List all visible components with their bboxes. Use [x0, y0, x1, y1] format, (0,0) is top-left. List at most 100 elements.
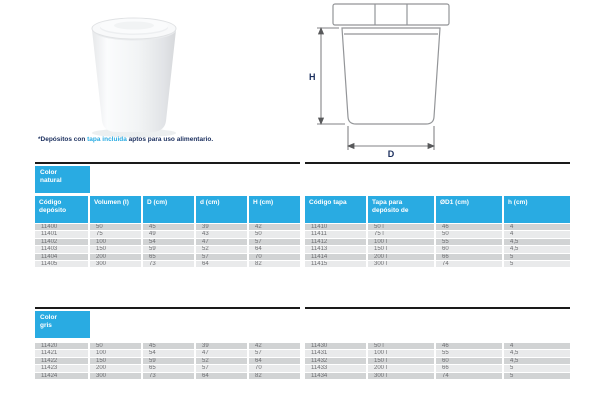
table-cell: 11431	[305, 350, 366, 357]
table-cell: 50	[436, 231, 502, 238]
table-cell: 100	[90, 350, 141, 357]
table-cell: 74	[436, 372, 502, 379]
column-header-codigo-deposito: Código depósito	[35, 196, 88, 223]
table-cell: 64	[249, 246, 300, 253]
table-cell: 39	[196, 343, 247, 350]
table-cell: 57	[249, 238, 300, 246]
table-cell: 5	[504, 260, 570, 268]
column-header-od1: ØD1 (cm)	[436, 196, 502, 223]
table-cell: 65	[143, 365, 194, 372]
table-cell: 200	[90, 365, 141, 372]
table-cell: 55	[436, 350, 502, 357]
dimension-label-width: D	[388, 149, 395, 158]
table-cell: 54	[143, 350, 194, 357]
table-cell: 200	[90, 253, 141, 260]
table-cell: 4,5	[504, 350, 570, 357]
table-cell: 45	[143, 343, 194, 350]
table-cell: 75	[90, 231, 141, 238]
color-gris-badge: Color gris	[35, 311, 90, 338]
table-cell: 39	[196, 224, 247, 231]
table-cell: 11423	[35, 365, 88, 372]
table-cell: 57	[196, 253, 247, 260]
column-header-codigo-tapa: Código tapa	[305, 196, 366, 223]
table-cell: 200 l	[368, 365, 434, 372]
badge-line: Color	[40, 169, 57, 176]
table-cell: 82	[249, 260, 300, 268]
table-cell: 4,5	[504, 238, 570, 246]
footnote-text: *Depósitos con	[38, 136, 88, 143]
table-cell: 5	[504, 253, 570, 260]
table-cell: 11422	[35, 357, 88, 365]
table-cell: 100 l	[368, 238, 434, 246]
table-cell: 300 l	[368, 260, 434, 268]
column-header-tapa-deposito: Tapa para depósito de	[368, 196, 434, 223]
table-cell: 100	[90, 238, 141, 246]
table-cell: 54	[143, 238, 194, 246]
footnote-highlight: tapa incluida	[87, 136, 127, 143]
table-cell: 150 l	[368, 357, 434, 365]
table-cell: 11400	[35, 224, 88, 231]
table-cell: 100 l	[368, 350, 434, 357]
table-cell: 75 l	[368, 231, 434, 238]
table-cell: 49	[143, 231, 194, 238]
table-cell: 5	[504, 365, 570, 372]
divider	[35, 162, 300, 164]
product-photo	[91, 17, 177, 138]
table-cell: 11421	[35, 350, 88, 357]
table-cell: 70	[249, 253, 300, 260]
table-cell: 43	[196, 231, 247, 238]
table-cell: 11401	[35, 231, 88, 238]
table-cell: 5	[504, 372, 570, 379]
table-cell: 52	[196, 357, 247, 365]
column-header-h: H (cm)	[249, 196, 300, 223]
table-cell: 57	[249, 350, 300, 357]
table-cell: 4,5	[504, 357, 570, 365]
table-cell: 4	[504, 224, 570, 231]
table-cell: 57	[196, 365, 247, 372]
table-cell: 11415	[305, 260, 366, 268]
table-cell: 65	[143, 253, 194, 260]
badge-line: Color	[40, 314, 57, 321]
table-cell: 64	[196, 260, 247, 268]
table-cell: 300 l	[368, 372, 434, 379]
table-cell: 50 l	[368, 343, 434, 350]
table-header-lids-natural: Código tapa Tapa para depósito de ØD1 (c…	[305, 196, 570, 223]
table-cell: 11404	[35, 253, 88, 260]
table-cell: 11413	[305, 246, 366, 253]
table-cell: 11402	[35, 238, 88, 246]
footnote: *Depósitos con tapa incluida aptos para …	[38, 136, 213, 144]
table-cell: 42	[249, 343, 300, 350]
table-cell: 150	[90, 246, 141, 253]
table-cell: 300	[90, 372, 141, 379]
table-cell: 73	[143, 372, 194, 379]
badge-line: gris	[40, 322, 52, 329]
table-cell: 50	[90, 343, 141, 350]
table-cell: 82	[249, 372, 300, 379]
table-cell: 55	[436, 238, 502, 246]
table-cell: 11424	[35, 372, 88, 379]
table-cell: 300	[90, 260, 141, 268]
column-header-d-mayus: D (cm)	[143, 196, 194, 223]
footnote-text: aptos para uso alimentario.	[126, 136, 214, 143]
technical-drawing: H D	[309, 3, 450, 158]
table-cell: 11403	[35, 246, 88, 253]
table-cell: 150	[90, 357, 141, 365]
table-cell: 11411	[305, 231, 366, 238]
table-cell: 64	[249, 357, 300, 365]
table-cell: 50	[90, 224, 141, 231]
table-cell: 46	[436, 224, 502, 231]
table-cell: 74	[436, 260, 502, 268]
dimension-label-height: H	[309, 72, 316, 82]
table-cell: 59	[143, 357, 194, 365]
table-cell: 11433	[305, 365, 366, 372]
column-header-h-tapa: h (cm)	[504, 196, 570, 223]
table-cell: 11410	[305, 224, 366, 231]
table-cell: 60	[436, 246, 502, 253]
table-cell: 47	[196, 350, 247, 357]
table-cell: 52	[196, 246, 247, 253]
color-natural-badge: Color natural	[35, 166, 90, 193]
table-cell: 47	[196, 238, 247, 246]
